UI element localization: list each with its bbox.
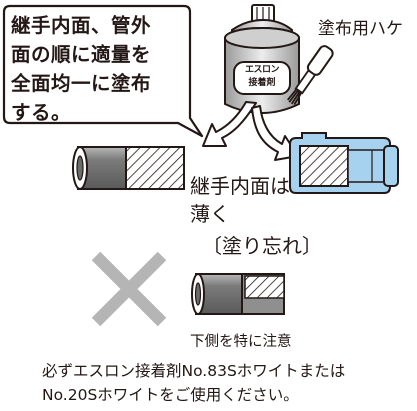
forgotten-coating-title: 〔塗り忘れ〕 [202, 234, 322, 258]
can-label: エスロン 接着剤 [238, 64, 286, 89]
incorrect-cross-mark [91, 251, 167, 327]
adhesive-can [224, 4, 300, 114]
pipe-illustration [72, 146, 185, 190]
callout-instruction-text: 継手内面、管外 面の順に適量を 全面均一に塗布 する。 [11, 14, 152, 124]
incomplete-coating-pipe [191, 273, 285, 315]
apply-to-fitting-arrow [251, 105, 299, 161]
apply-thinly-label: 継手内面は 薄く [190, 174, 290, 226]
bottom-side-caution-note: 下側を特に注意 [190, 334, 292, 350]
adhesive-usage-footer: 必ずエスロン接着剤No.83Sホワイトまたは No.20Sホワイトをご使用くださ… [42, 362, 346, 404]
brush-label: 塗布用ハケ [318, 19, 403, 39]
fitting-illustration [289, 132, 399, 194]
can-product-text: 接着剤 [248, 78, 276, 88]
apply-to-pipe-arrow [202, 101, 257, 147]
brush-illustration [287, 45, 334, 105]
instruction-callout-bubble [2, 4, 204, 138]
can-brand-text: エスロン [244, 65, 280, 75]
